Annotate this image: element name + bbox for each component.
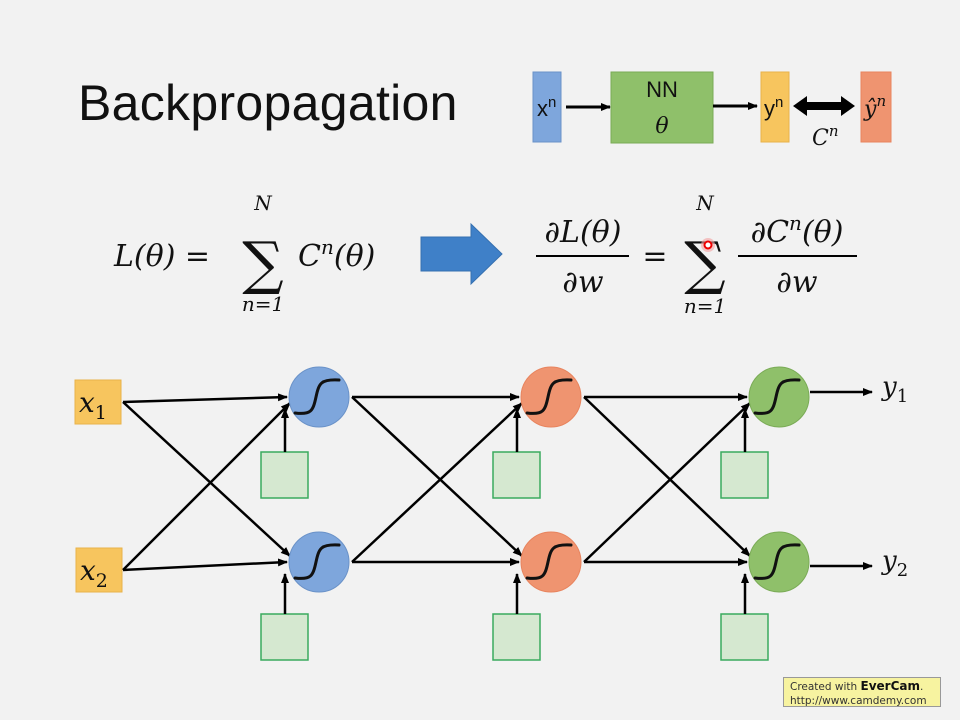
weight-arrow-l1-2-to-1 bbox=[122, 402, 291, 571]
target-yhat-label: ŷn bbox=[863, 92, 886, 122]
watermark-prefix: Created with bbox=[790, 681, 861, 693]
grad-equals: = bbox=[642, 239, 667, 274]
watermark-brand: EverCam bbox=[860, 679, 920, 693]
slide-title: Backpropagation bbox=[78, 75, 458, 131]
grad-sum-lower: n=1 bbox=[684, 294, 726, 318]
sum-lower: n=1 bbox=[242, 292, 284, 316]
weight-arrow-l3-2-to-1 bbox=[583, 402, 751, 563]
cost-double-arrow bbox=[793, 96, 855, 116]
bias-box-l2-n2 bbox=[492, 613, 541, 661]
sigmoid-icon-l2-n1 bbox=[525, 378, 573, 415]
mouse-cursor-indicator bbox=[701, 238, 715, 252]
evercam-watermark: Created with EverCam. http://www.camdemy… bbox=[783, 677, 941, 707]
neuron-l1-n1 bbox=[288, 366, 350, 428]
weight-arrow-l2-1-to-2 bbox=[351, 396, 523, 557]
input-box-1 bbox=[74, 379, 122, 425]
top-diagram: xn NN θ yn Cn ŷn bbox=[532, 71, 892, 151]
loss-term: Cn(θ) bbox=[298, 235, 375, 274]
neuron-l3-n1 bbox=[748, 366, 810, 428]
weight-arrow-l2-2-to-1 bbox=[351, 402, 523, 563]
weight-arrow-l1-1-to-2 bbox=[122, 401, 291, 557]
nn-label: NN bbox=[646, 77, 678, 102]
sigmoid-icon-l1-n1 bbox=[293, 378, 341, 415]
sigmoid-icon-l3-n2 bbox=[753, 543, 801, 580]
sum-sign: ∑ bbox=[242, 229, 283, 297]
cost-label: Cn bbox=[812, 122, 839, 151]
input-box-2 bbox=[75, 547, 123, 593]
target-yhat-box bbox=[860, 71, 892, 143]
weight-arrow-l1-1-to-1 bbox=[122, 393, 288, 404]
bias-box-l3-n1 bbox=[720, 451, 769, 499]
bias-box-l1-n1 bbox=[260, 451, 309, 499]
sigmoid-icon-l3-n1 bbox=[753, 378, 801, 415]
neuron-l2-n1 bbox=[520, 366, 582, 428]
bias-box-l2-n1 bbox=[492, 451, 541, 499]
grad-numerator: ∂L(θ) bbox=[545, 215, 622, 250]
output-label-1: y1 bbox=[881, 372, 908, 407]
watermark-suffix: . bbox=[920, 681, 924, 693]
neuron-l3-n2 bbox=[748, 531, 810, 593]
loss-equation: L(θ) = N ∑ n=1 Cn(θ) bbox=[113, 191, 375, 316]
sigmoid-icon-l1-n2 bbox=[293, 543, 341, 580]
output-label-2: y2 bbox=[881, 546, 908, 581]
gradient-equation: ∂L(θ) ∂w = N ∑ n=1 ∂Cn(θ) ∂w bbox=[536, 191, 857, 318]
grad-term-denominator: ∂w bbox=[776, 265, 818, 300]
grad-denominator: ∂w bbox=[562, 265, 604, 300]
input-xn-label: xn bbox=[537, 94, 556, 121]
sigmoid-icon-l2-n2 bbox=[525, 543, 573, 580]
input-xn-box bbox=[532, 71, 562, 143]
bias-box-l3-n2 bbox=[720, 613, 769, 661]
nn-theta: θ bbox=[655, 114, 668, 139]
neuron-l2-n2 bbox=[520, 531, 582, 593]
weight-arrow-l1-2-to-2 bbox=[122, 558, 288, 572]
implies-arrow-icon bbox=[420, 222, 503, 286]
bias-box-l1-n2 bbox=[260, 613, 309, 661]
watermark-url: http://www.camdemy.com bbox=[790, 695, 927, 707]
output-yn-label: yn bbox=[764, 94, 783, 121]
output-yn-box bbox=[760, 71, 790, 143]
neuron-l1-n2 bbox=[288, 531, 350, 593]
input-label-2: x2 bbox=[80, 554, 108, 592]
grad-term-numerator: ∂Cn(θ) bbox=[751, 211, 844, 250]
weight-arrow-l3-1-to-2 bbox=[583, 396, 751, 557]
input-label-1: x1 bbox=[79, 386, 107, 424]
neural-network: x1 x2 y1 y2 bbox=[74, 366, 908, 661]
loss-lhs: L(θ) = bbox=[113, 239, 210, 274]
sum-upper: N bbox=[253, 191, 273, 215]
grad-sum-upper: N bbox=[695, 191, 715, 215]
